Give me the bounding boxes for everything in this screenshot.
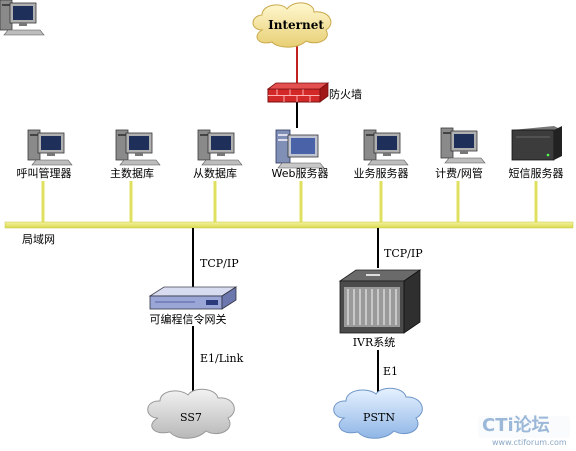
server-label-sms: 短信服务器 xyxy=(508,167,564,180)
server-label-web: Web服务器 xyxy=(271,167,329,180)
firewall-label: 防火墙 xyxy=(329,88,362,101)
pc-billing-icon xyxy=(440,127,486,164)
desktop-computer-icon xyxy=(0,0,45,36)
pstn-label: PSTN xyxy=(363,411,395,424)
internet-cloud xyxy=(252,2,332,48)
watermark-url: www.ctiforum.com xyxy=(492,438,567,447)
gateway-device-icon xyxy=(148,286,238,310)
internet-label: Internet xyxy=(268,18,324,32)
pc-main-db-icon xyxy=(115,129,161,166)
ctiforum-logo xyxy=(478,416,570,438)
server-label-main-db: 主数据库 xyxy=(110,167,154,180)
lan-label: 局域网 xyxy=(22,233,55,246)
pc-business-server-icon xyxy=(363,129,409,166)
right-tcp-label: TCP/IP xyxy=(384,247,423,260)
server-label-slave-db: 从数据库 xyxy=(193,167,237,180)
server-label-call-manager: 呼叫管理器 xyxy=(16,167,72,180)
ss7-cloud xyxy=(147,388,235,439)
left-tcp-label: TCP/IP xyxy=(200,257,239,270)
pstn-cloud xyxy=(333,387,423,439)
lan-bar xyxy=(4,221,574,229)
pc-call-manager-icon xyxy=(27,129,73,166)
ivr-chassis-icon xyxy=(338,269,422,334)
sms-server-icon xyxy=(511,126,562,161)
e1-label: E1 xyxy=(383,365,399,378)
watermark-brand: CTi论坛 xyxy=(482,415,550,436)
firewall-icon xyxy=(266,82,330,103)
server-label-billing: 计费/网管 xyxy=(435,167,483,180)
server-label-business: 业务服务器 xyxy=(353,167,409,180)
ivr-label: IVR系统 xyxy=(352,336,396,349)
gateway-label: 可编程信令网关 xyxy=(149,313,227,326)
web-server-icon xyxy=(275,129,325,169)
e1-link-label: E1/Link xyxy=(200,352,244,365)
pc-slave-db-icon xyxy=(197,129,243,166)
ss7-label: SS7 xyxy=(180,411,202,424)
